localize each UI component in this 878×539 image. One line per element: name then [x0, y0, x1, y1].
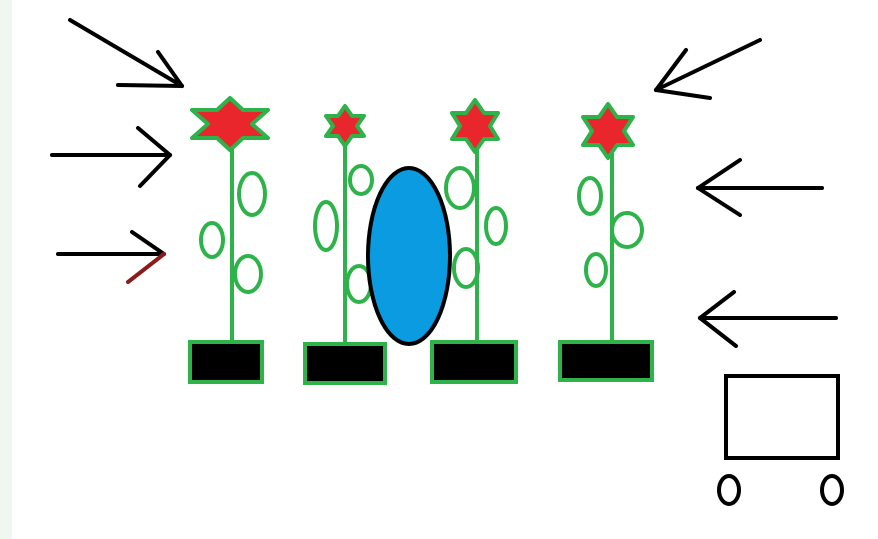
leaf-bud: [452, 247, 480, 289]
leaf-bud: [610, 211, 644, 249]
arrows-right: [654, 38, 838, 348]
leaf-bud: [199, 221, 225, 259]
flower-star-icon: [190, 96, 270, 152]
leaf-bud: [348, 164, 374, 196]
oval-icon: [366, 166, 452, 346]
cart-icon: [717, 374, 844, 506]
flower-star-icon: [450, 98, 500, 154]
arrow-icon: [696, 158, 824, 217]
leaf-bud: [584, 252, 608, 288]
arrow-icon: [654, 38, 762, 100]
plant-1: [188, 96, 270, 384]
flower-star-icon: [324, 104, 366, 148]
leaf-bud: [233, 254, 263, 294]
arrow-icon: [56, 230, 166, 284]
leaf-bud: [577, 176, 603, 216]
left-edge-strip: [0, 0, 12, 539]
arrow-icon: [50, 126, 172, 188]
arrow-icon: [698, 290, 838, 348]
leaf-bud: [444, 166, 476, 210]
arrows-left: [50, 18, 184, 284]
plant-3: [430, 98, 518, 384]
flower-star-icon: [581, 102, 635, 160]
leaf-bud: [484, 206, 508, 246]
pot-icon: [430, 340, 518, 384]
plant-4: [558, 102, 654, 382]
pot-icon: [303, 342, 387, 385]
pot-icon: [188, 340, 264, 384]
arrow-icon: [68, 18, 184, 88]
pot-icon: [558, 340, 654, 382]
leaf-bud: [313, 200, 339, 252]
plant-2: [303, 104, 387, 385]
leaf-bud: [237, 171, 267, 217]
